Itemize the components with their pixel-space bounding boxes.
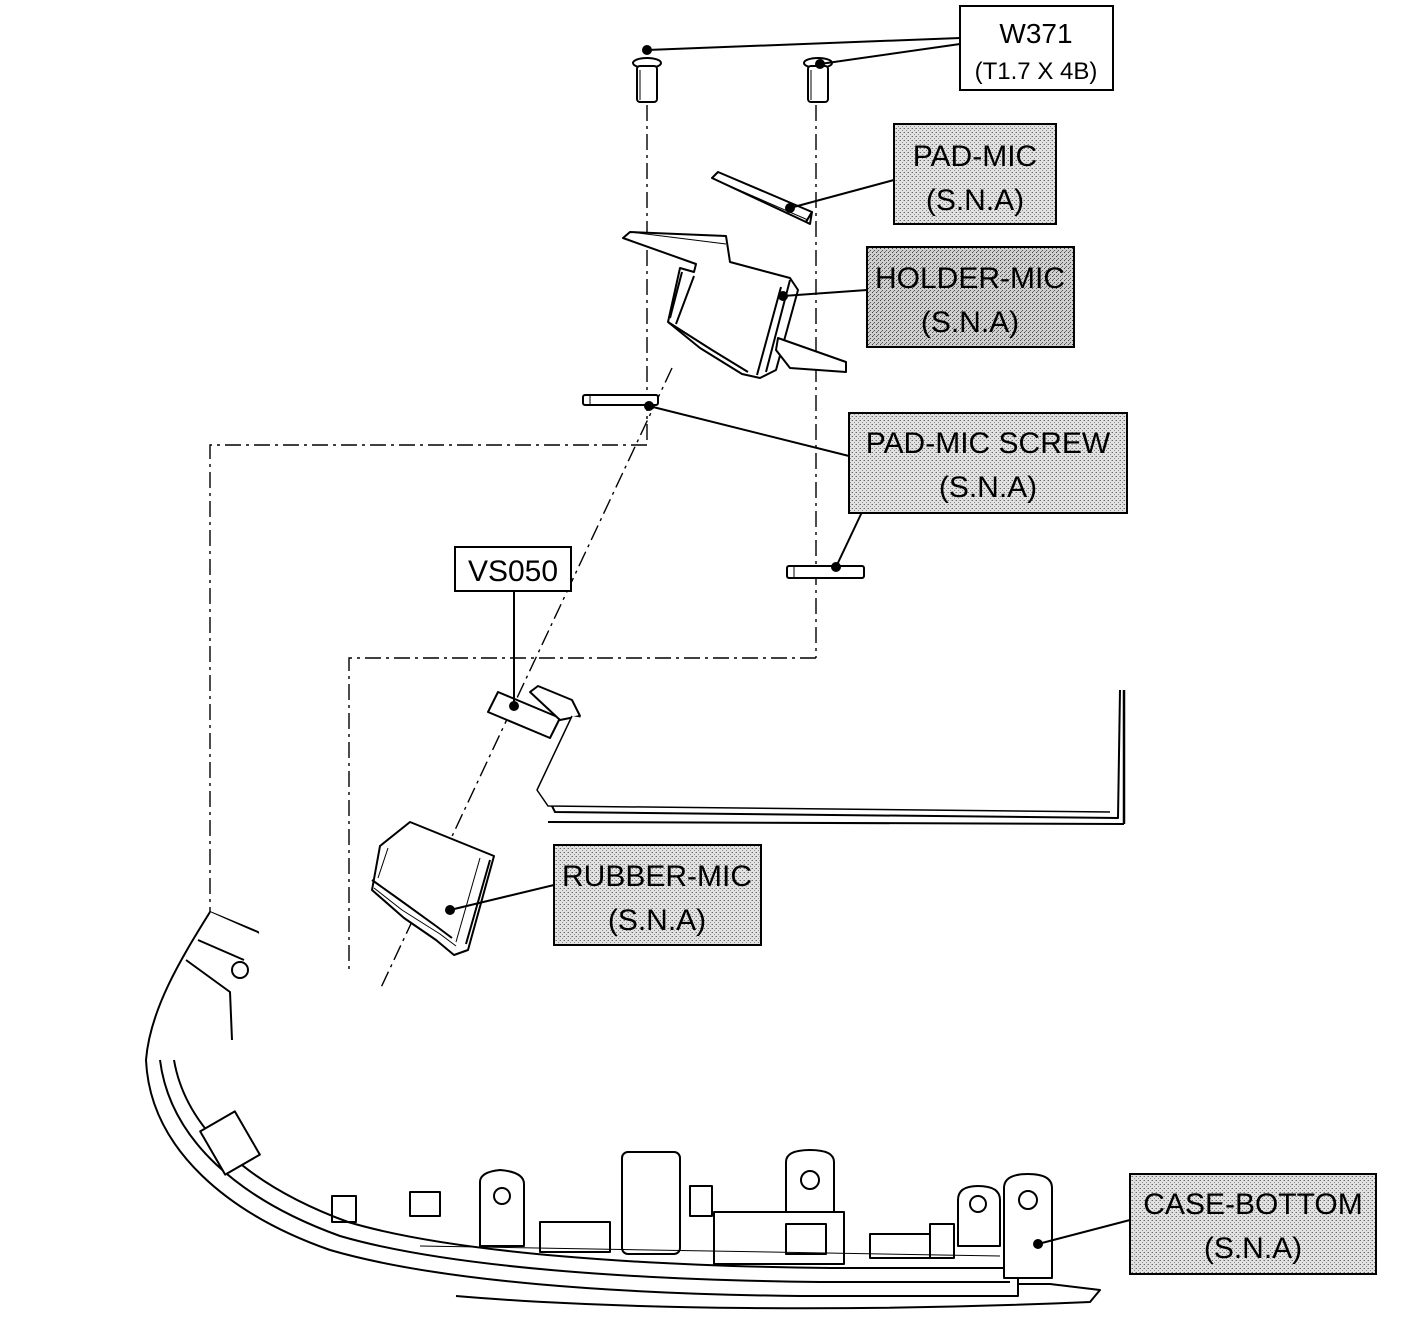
label-pad-mic: PAD-MIC (S.N.A) [893,123,1057,225]
label-rubber-mic-name: RUBBER-MIC [562,860,752,893]
label-case-bottom-status: (S.N.A) [1204,1232,1302,1265]
case-bottom-part-icon [145,911,1101,1310]
screw-left-icon [632,57,662,103]
label-pad-mic-screw-name: PAD-MIC SCREW [866,427,1111,460]
label-w371-spec: (T1.7 X 4B) [975,58,1098,85]
mic-vs050-part-icon [487,685,1126,825]
label-vs050-name: VS050 [468,555,558,588]
pad-mic-screw-upper-icon [582,394,659,406]
label-case-bottom: CASE-BOTTOM (S.N.A) [1129,1173,1377,1275]
label-w371: W371 (T1.7 X 4B) [959,5,1114,91]
label-pad-mic-status: (S.N.A) [926,184,1024,217]
pad-mic-screw-lower-icon [786,565,865,579]
pad-mic-part-icon [711,171,813,225]
label-rubber-mic-status: (S.N.A) [608,904,706,937]
label-holder-mic-status: (S.N.A) [921,306,1019,339]
holder-mic-part-icon [622,231,847,379]
label-pad-mic-screw: PAD-MIC SCREW (S.N.A) [848,412,1128,514]
label-holder-mic-name: HOLDER-MIC [875,262,1065,295]
leader-lines [449,37,1131,1245]
label-case-bottom-name: CASE-BOTTOM [1143,1188,1362,1221]
label-w371-name: W371 [999,18,1072,49]
label-vs050: VS050 [454,546,572,592]
leader-dots [445,45,1043,1249]
label-pad-mic-name: PAD-MIC [913,140,1037,173]
label-pad-mic-screw-status: (S.N.A) [939,471,1037,504]
label-holder-mic: HOLDER-MIC (S.N.A) [866,246,1075,348]
rubber-mic-part-icon [371,821,495,956]
label-rubber-mic: RUBBER-MIC (S.N.A) [553,844,762,946]
